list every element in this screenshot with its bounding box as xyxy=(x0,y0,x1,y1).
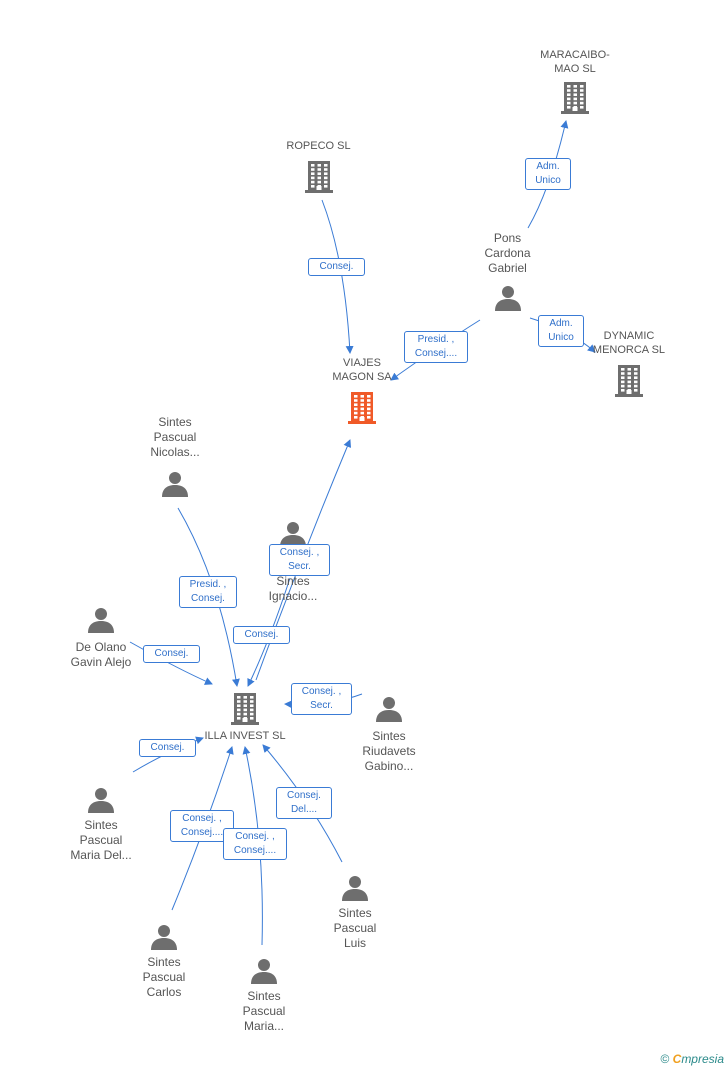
edge-label-riudavets-illa[interactable]: Consej. , Secr. xyxy=(291,683,352,715)
edge-label-mariadel-illa[interactable]: Consej. xyxy=(139,739,196,757)
company-dynamic[interactable]: DYNAMIC MENORCA SL xyxy=(578,329,680,397)
building-icon xyxy=(304,161,333,193)
company-label: ILLA INVEST SL xyxy=(204,730,286,742)
person-maria[interactable]: Sintes Pascual Maria... xyxy=(221,957,307,1034)
company-label: MARACAIBO- MAO SL xyxy=(540,49,610,75)
edge-label-pons-dynamic[interactable]: Adm. Unico xyxy=(538,315,584,347)
person-label: Sintes Pascual Maria... xyxy=(242,989,286,1033)
edge-label-ignacio-illa[interactable]: Consej. xyxy=(233,626,290,644)
person-icon xyxy=(88,788,114,813)
edge-label-luis-illa[interactable]: Consej. Del.... xyxy=(276,787,332,819)
person-carlos[interactable]: Sintes Pascual Carlos xyxy=(121,923,207,1000)
person-icon xyxy=(88,608,114,633)
company-label: DYNAMIC MENORCA SL xyxy=(592,330,666,356)
person-icon xyxy=(151,925,177,950)
person-label: Sintes Pascual Maria Del... xyxy=(70,818,132,862)
company-illa[interactable]: ILLA INVEST SL xyxy=(190,691,300,743)
person-icon xyxy=(342,876,368,901)
edge-olano-illa xyxy=(129,641,213,685)
building-icon xyxy=(348,392,376,424)
copyright-symbol: © xyxy=(660,1052,670,1066)
building-icon xyxy=(561,82,589,114)
brand-name: mpresia xyxy=(681,1052,724,1066)
edge-label-ropeco-viajes[interactable]: Consej. xyxy=(308,258,365,276)
person-mariadel[interactable]: Sintes Pascual Maria Del... xyxy=(58,786,144,863)
footer-brand[interactable]: © Cmpresia xyxy=(660,1052,724,1066)
edge-label-ignacio-viajes[interactable]: Consej. , Secr. xyxy=(269,544,330,576)
person-luis[interactable]: Sintes Pascual Luis xyxy=(312,874,398,951)
edge-ropeco-viajes xyxy=(321,199,354,354)
building-icon xyxy=(615,365,643,397)
person-icon xyxy=(376,697,402,722)
edge-label-olano-illa[interactable]: Consej. xyxy=(143,645,200,663)
edge-label-nicolas-illa[interactable]: Presid. , Consej. xyxy=(179,576,237,608)
edge-label-maria-illa[interactable]: Consej. , Consej.... xyxy=(223,828,287,860)
building-icon xyxy=(231,693,259,725)
company-viajes[interactable]: VIAJES MAGON SA xyxy=(312,356,412,424)
person-label: Sintes Pascual Luis xyxy=(333,906,377,950)
person-icon xyxy=(251,959,277,984)
person-pons[interactable]: Pons Cardona Gabriel xyxy=(465,231,550,312)
person-label: Sintes Pascual Nicolas... xyxy=(150,415,200,459)
person-riudavets[interactable]: Sintes Riudavets Gabino... xyxy=(344,695,434,774)
person-icon xyxy=(162,472,188,497)
person-icon xyxy=(494,286,521,311)
person-nicolas[interactable]: Sintes Pascual Nicolas... xyxy=(130,415,220,498)
person-label: Pons Cardona Gabriel xyxy=(484,231,531,275)
edge-label-pons-viajes[interactable]: Presid. , Consej.... xyxy=(404,331,468,363)
person-label: De Olano Gavin Alejo xyxy=(70,640,132,669)
brand-logo-e: C xyxy=(672,1052,682,1066)
person-label: Sintes Pascual Carlos xyxy=(142,955,186,999)
person-label: Sintes Ignacio... xyxy=(268,574,318,603)
company-maracaibo[interactable]: MARACAIBO- MAO SL xyxy=(520,48,630,114)
edge-label-pons-maracaibo[interactable]: Adm. Unico xyxy=(525,158,571,190)
person-olano[interactable]: De Olano Gavin Alejo xyxy=(58,606,144,670)
person-label: Sintes Riudavets Gabino... xyxy=(362,729,416,773)
company-label: VIAJES MAGON SA xyxy=(332,357,392,383)
company-ropeco[interactable]: ROPECO SL xyxy=(266,139,371,193)
company-label: ROPECO SL xyxy=(286,140,351,152)
